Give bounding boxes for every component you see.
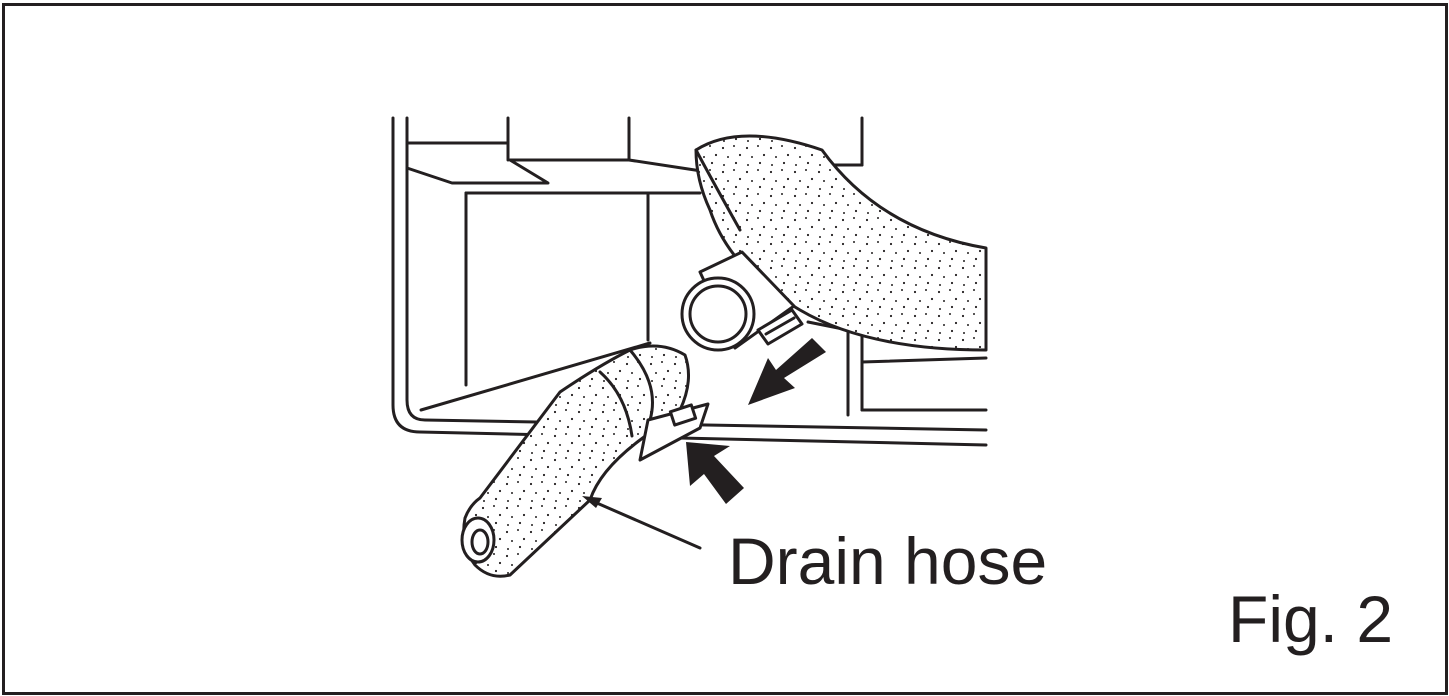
upper-hose — [694, 134, 988, 352]
arrow-up-clip-icon — [686, 442, 744, 504]
figure-frame — [2, 3, 1448, 695]
drain-hose-label: Drain hose — [728, 524, 1048, 598]
drain-hose-clip — [638, 402, 710, 462]
callout-arrowhead — [582, 496, 602, 508]
outlet-pipe — [680, 250, 796, 352]
arrow-into-pipe-icon — [748, 338, 826, 405]
callout-leader-line — [588, 498, 702, 550]
appliance-base — [391, 116, 988, 447]
figure-number: Fig. 2 — [1228, 582, 1394, 656]
drain-hose — [460, 344, 691, 578]
upper-hose-clip — [756, 308, 804, 346]
